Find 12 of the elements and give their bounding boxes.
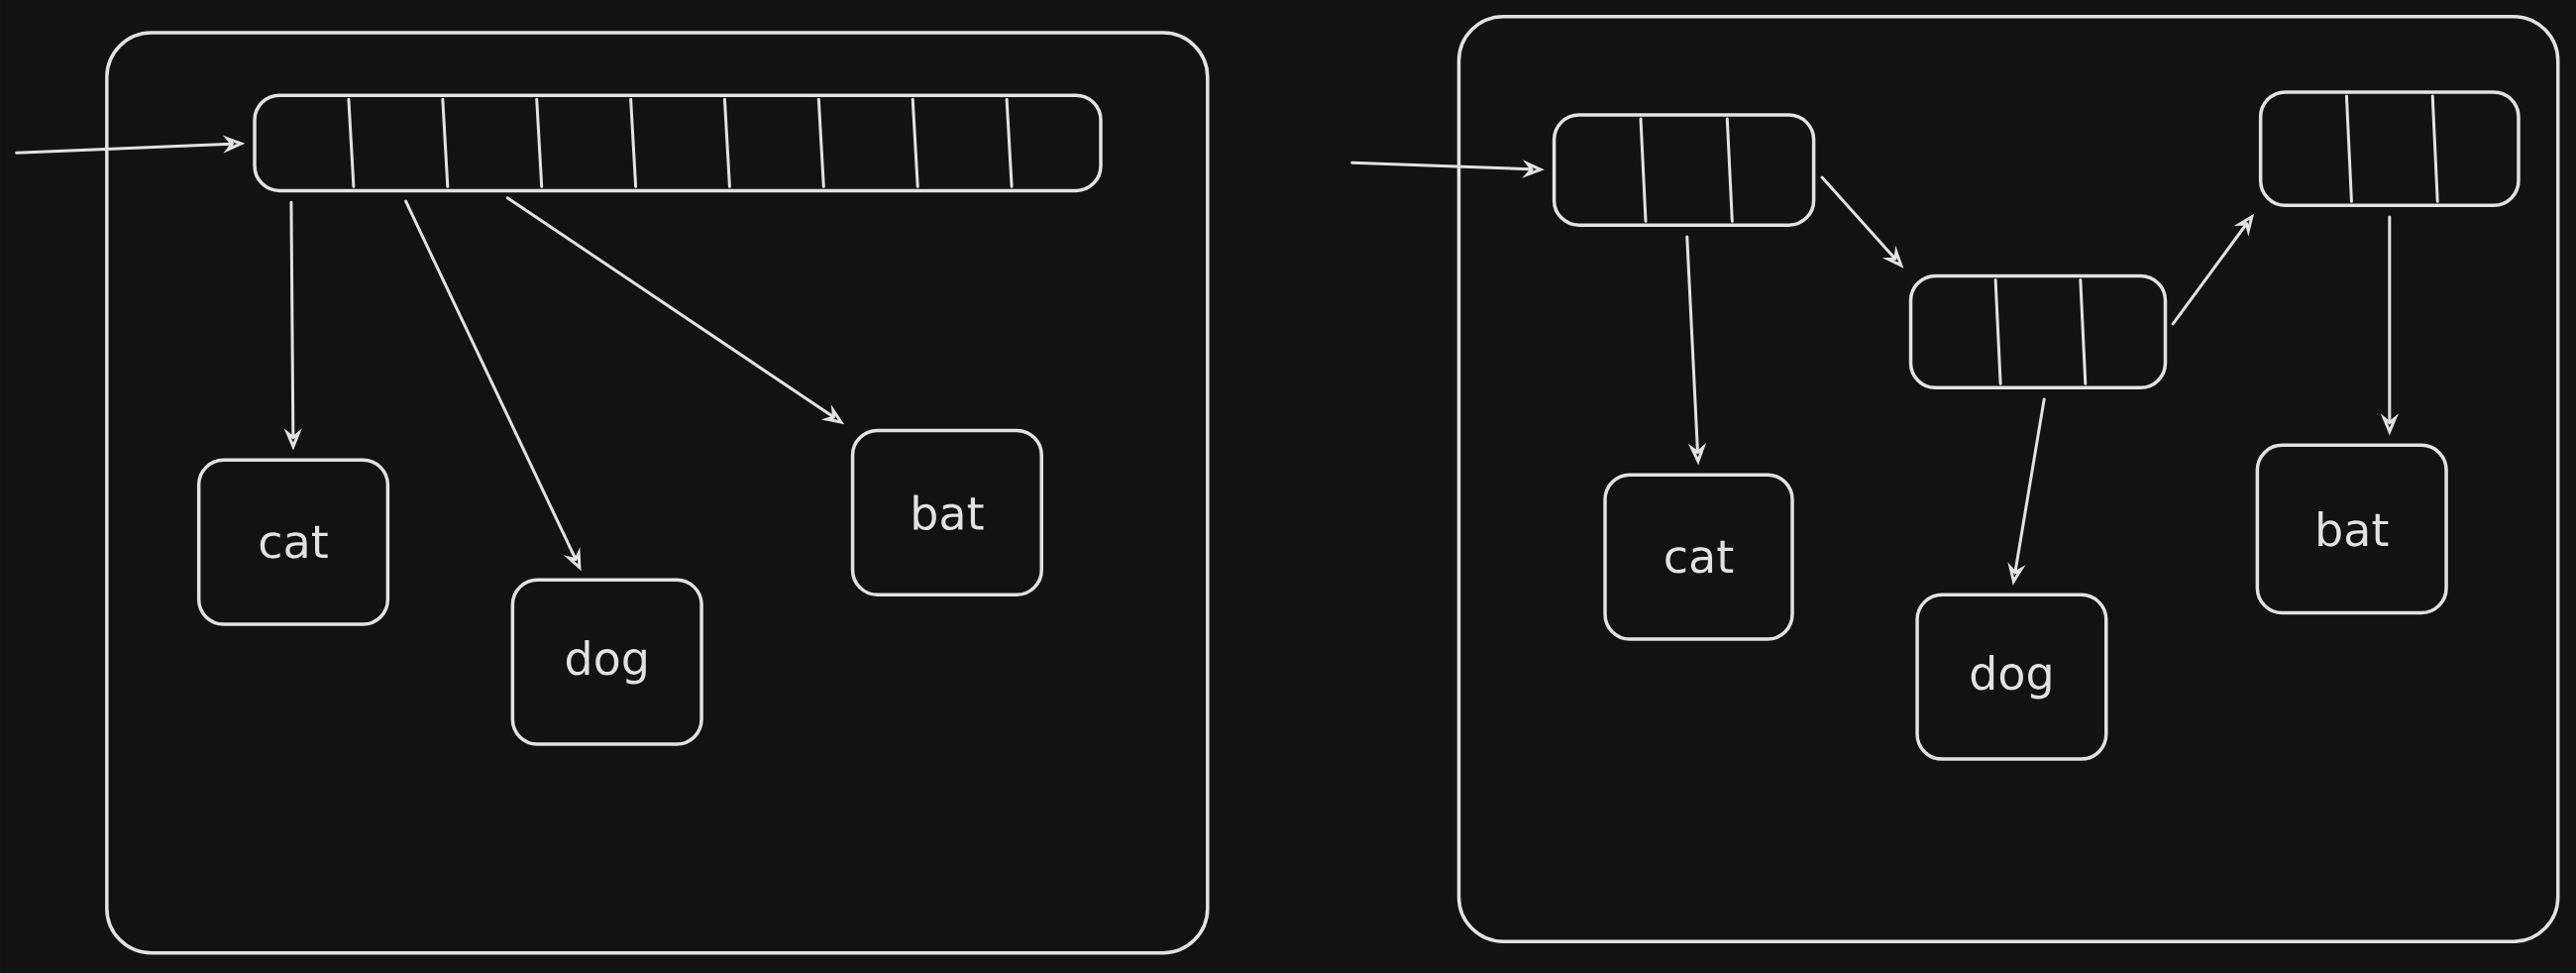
frame-box xyxy=(1456,14,2560,943)
array-bar xyxy=(1552,113,1816,227)
animal-box: dog xyxy=(1915,593,2108,761)
frame-box xyxy=(105,31,1210,955)
array-bar xyxy=(2258,90,2521,208)
animal-box: bat xyxy=(2255,443,2448,615)
animal-box: bat xyxy=(850,428,1043,596)
animal-box: dog xyxy=(510,578,703,746)
array-bar xyxy=(253,93,1103,193)
animal-box: cat xyxy=(1603,473,1794,641)
array-bar xyxy=(1908,273,2168,390)
animal-box: cat xyxy=(196,458,390,626)
